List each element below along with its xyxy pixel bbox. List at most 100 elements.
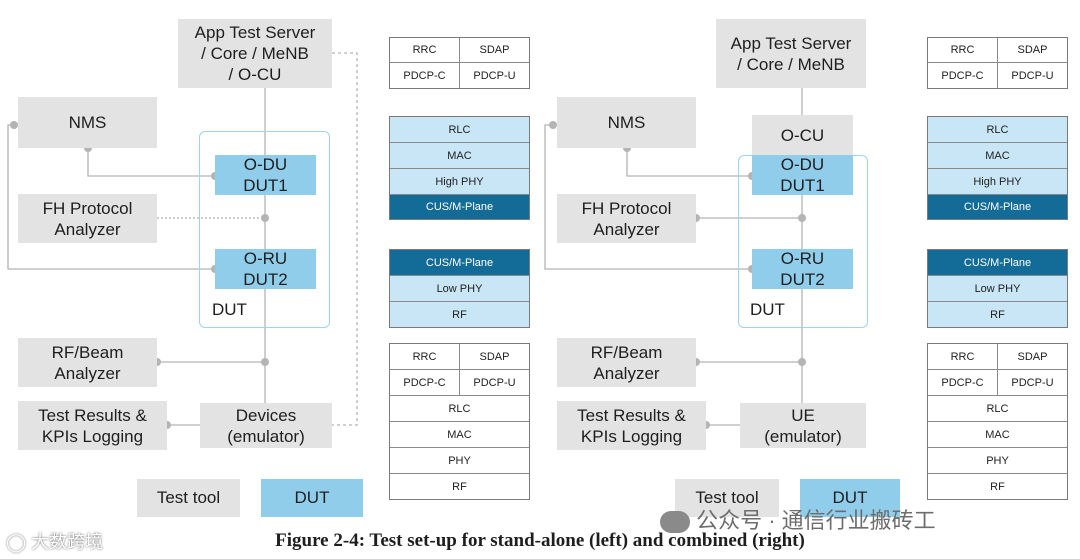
stack-cell: RF	[452, 308, 467, 321]
stack-row: RLC	[390, 396, 529, 422]
right-ue-line1: UE	[791, 405, 815, 425]
stack-cell: PDCP-C	[403, 69, 446, 82]
right-ocu-label: O-CU	[780, 125, 825, 145]
stack-cell: PDCP-U	[459, 370, 529, 395]
stack-row: Low PHY	[390, 276, 529, 302]
left-fh-line2: Analyzer	[54, 219, 121, 239]
stack-cell: RRC	[412, 350, 437, 363]
stack-cell: RRC	[950, 350, 975, 363]
stack-row: PDCP-C PDCP-U	[928, 370, 1067, 396]
left-rf-line2: Analyzer	[54, 363, 121, 383]
stack-row: MAC	[390, 143, 529, 169]
watermark-logo-icon: ◯	[6, 532, 27, 552]
figure-caption: Figure 2-4: Test set-up for stand-alone …	[275, 530, 805, 551]
stack-cell: RLC	[448, 402, 471, 415]
right-oru-dut2: O-RU DUT2	[752, 249, 853, 289]
left-app-test-server: App Test Server / Core / MeNB / O-CU	[178, 19, 332, 88]
right-results-line2: KPIs Logging	[580, 426, 683, 446]
stack-row: RF	[928, 474, 1067, 499]
left-odu-line1: O-DU	[243, 155, 288, 174]
stack-row: MAC	[928, 422, 1067, 448]
watermark-right-text: 公众号 · 通信行业搬砖工	[696, 508, 936, 533]
stack-cell: CUS/M-Plane	[963, 256, 1032, 269]
right-top-stack: RRC SDAP PDCP-C PDCP-U	[927, 37, 1068, 89]
stack-row: PDCP-C PDCP-U	[390, 370, 529, 396]
stack-cell: MAC	[447, 428, 472, 441]
stack-row: CUS/M-Plane	[390, 195, 529, 219]
right-nms-label: NMS	[607, 113, 646, 132]
left-test-results-logging: Test Results & KPIs Logging	[18, 401, 167, 450]
right-ocu: O-CU	[752, 115, 853, 155]
stack-cell: MAC	[447, 149, 472, 162]
stack-cell: Low PHY	[436, 282, 483, 295]
right-server-line2: / Core / MeNB	[737, 54, 845, 74]
stack-cell: PHY	[448, 454, 471, 467]
watermark-left: ◯ 大数跨境	[6, 528, 103, 554]
stack-cell: PDCP-U	[997, 370, 1067, 395]
left-ue-stack: RRC SDAP PDCP-C PDCP-U RLC MAC PHY RF	[389, 343, 530, 500]
stack-cell: CUS/M-Plane	[425, 256, 494, 269]
left-results-line2: KPIs Logging	[41, 426, 144, 446]
right-odu-line1: O-DU	[780, 155, 825, 174]
stack-row: RF	[390, 474, 529, 499]
left-fh-protocol-analyzer: FH Protocol Analyzer	[18, 194, 157, 243]
legend-dut-right: DUT	[800, 479, 900, 517]
stack-cell: RF	[990, 480, 1005, 493]
watermark-left-text: 大数跨境	[31, 532, 104, 552]
right-rf-line1: RF/Beam	[590, 342, 663, 362]
stack-row: CUS/M-Plane	[928, 250, 1067, 276]
left-ru-stack: CUS/M-Plane Low PHY RF	[389, 249, 530, 328]
right-ue-stack: RRC SDAP PDCP-C PDCP-U RLC MAC PHY RF	[927, 343, 1068, 500]
right-fh-line1: FH Protocol	[581, 198, 672, 218]
stack-cell: PDCP-U	[997, 63, 1067, 88]
right-ue-emulator: UE (emulator)	[740, 403, 866, 448]
stack-row: High PHY	[390, 169, 529, 195]
left-results-line1: Test Results &	[38, 405, 147, 425]
stack-cell: Low PHY	[974, 282, 1021, 295]
stack-row: RRC SDAP	[928, 344, 1067, 370]
stack-row: RF	[928, 302, 1067, 327]
stack-cell: CUS/M-Plane	[425, 201, 494, 213]
left-oru-line2: DUT2	[243, 270, 288, 289]
left-top-stack: RRC SDAP PDCP-C PDCP-U	[389, 37, 530, 89]
left-fh-line1: FH Protocol	[42, 198, 133, 218]
stack-row: CUS/M-Plane	[928, 195, 1067, 219]
right-nms: NMS	[557, 97, 696, 148]
stack-cell: RF	[452, 480, 467, 493]
stack-row: MAC	[390, 422, 529, 448]
stack-cell: PDCP-C	[941, 69, 984, 82]
right-app-test-server: App Test Server / Core / MeNB	[716, 19, 866, 88]
right-odu-dut1: O-DU DUT1	[752, 155, 853, 195]
left-nms: NMS	[18, 97, 157, 148]
stack-row: RRC SDAP	[390, 344, 529, 370]
stack-row: PDCP-C PDCP-U	[928, 63, 1067, 88]
right-rf-beam-analyzer: RF/Beam Analyzer	[557, 338, 696, 387]
stack-row: RLC	[390, 117, 529, 143]
stack-row: RRC SDAP	[928, 38, 1067, 63]
right-du-stack: RLC MAC High PHY CUS/M-Plane	[927, 116, 1068, 220]
left-rf-line1: RF/Beam	[51, 342, 124, 362]
left-server-line3: / O-CU	[228, 65, 282, 84]
watermark-right: 公众号 · 通信行业搬砖工	[660, 503, 936, 535]
stack-row: PDCP-C PDCP-U	[390, 63, 529, 88]
stack-row: RRC SDAP	[390, 38, 529, 63]
left-dut-outline	[199, 131, 330, 328]
stack-cell: High PHY	[435, 175, 484, 188]
stack-cell: PHY	[986, 454, 1009, 467]
stack-cell: RLC	[448, 123, 471, 136]
stack-cell: SDAP	[997, 344, 1067, 369]
stack-row: RLC	[928, 117, 1067, 143]
stack-cell: PDCP-C	[403, 376, 446, 389]
stack-cell: RRC	[950, 44, 975, 56]
right-fh-line2: Analyzer	[593, 219, 660, 239]
right-results-line1: Test Results &	[577, 405, 686, 425]
left-dut-label: DUT	[212, 300, 247, 319]
left-nms-label: NMS	[68, 113, 107, 132]
stack-cell: High PHY	[973, 175, 1022, 188]
legend-test-tool-right: Test tool	[675, 479, 779, 517]
stack-cell: SDAP	[459, 344, 529, 369]
legend-test-tool: Test tool	[137, 479, 240, 517]
stack-row: PHY	[928, 448, 1067, 474]
stack-row: MAC	[928, 143, 1067, 169]
right-ue-line2: (emulator)	[764, 426, 842, 446]
